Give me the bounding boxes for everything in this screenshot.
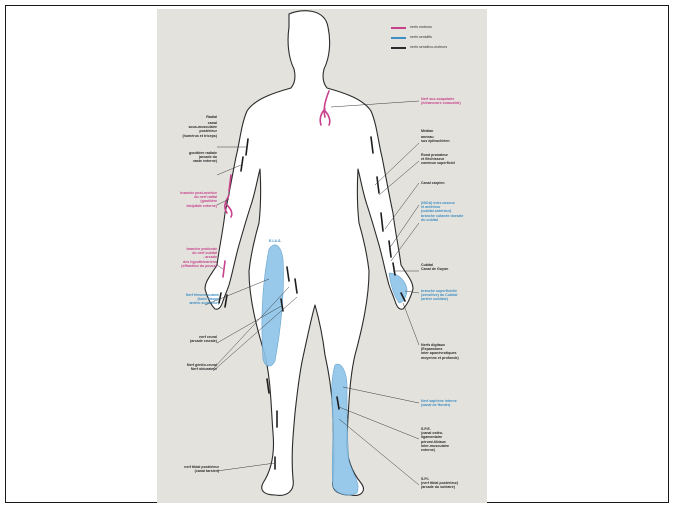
- diagram-sheet: nerfs moteurs nerfs sensitifs nerfs sens…: [157, 9, 487, 503]
- label-pronator: Rond pronateur et fléchisseur commun sup…: [421, 153, 487, 166]
- label-suprascapular: Nerf sus-scapulaire (échancrure coracoïd…: [421, 97, 487, 105]
- label-spe: S.P.E. (canal ostéo- ligamentaire péroné…: [421, 427, 487, 452]
- label-digital: Nerfs digitaux (Expansions inter aponévr…: [421, 343, 487, 360]
- label-genito-crural: Nerf génito-crural Nerf obturateur: [159, 363, 217, 371]
- leg-sensory-zone: [332, 364, 358, 495]
- legend-sensory: nerfs sensitifs: [391, 35, 481, 41]
- label-median-detail: anneau sus épitrochléen: [421, 135, 487, 143]
- label-eias: E.I.A.S.: [269, 239, 299, 243]
- label-saphenous: Nerf saphène interne (canal de Hunter): [421, 399, 487, 407]
- legend-label: nerfs sensitifs: [410, 35, 432, 40]
- legend-label: nerfs moteurs: [410, 25, 432, 30]
- legend-swatch: [391, 27, 406, 29]
- label-femorocutaneous: Nerf fémoro-cutané (bord iliaque antéro …: [157, 293, 219, 306]
- legend-label: nerfs sensitivo-moteurs: [410, 45, 447, 50]
- label-radial: Radial: [163, 115, 217, 119]
- legend-swatch: [391, 47, 406, 49]
- label-radial-detail: canal sous-musculaire postérieur (huméru…: [159, 121, 217, 138]
- label-crural: nerf crural (arcade crurale): [159, 335, 217, 343]
- label-radial-groove: gouttière radiale (arcade du vaste exter…: [159, 151, 217, 164]
- label-cubital-deep: branche profonde du nerf cubital - arcad…: [157, 247, 217, 268]
- legend-swatch: [391, 37, 406, 39]
- label-cubital: Cubital Canal de Guyon: [421, 263, 487, 271]
- body-silhouette: [205, 11, 413, 496]
- label-radial-branch: branche post-motrice du nerf radial (gou…: [157, 191, 217, 208]
- label-spi: S.P.I. (nerf tibial postérieur) (arcade …: [421, 477, 487, 490]
- legend-sensorimotor: nerfs sensitivo-moteurs: [391, 45, 481, 51]
- label-interosseous: (NIOA) inter-osseux et antérieur (cubita…: [421, 201, 487, 222]
- label-median: Médian: [421, 129, 487, 133]
- label-superficial-cubital: branche superficielle (sensitive) du Cub…: [421, 289, 487, 302]
- label-carpal: Canal carpien: [421, 181, 487, 185]
- label-tibial-posterior: nerf tibial postérieur (canal tarsien): [157, 465, 219, 473]
- legend-motor: nerfs moteurs: [391, 25, 481, 31]
